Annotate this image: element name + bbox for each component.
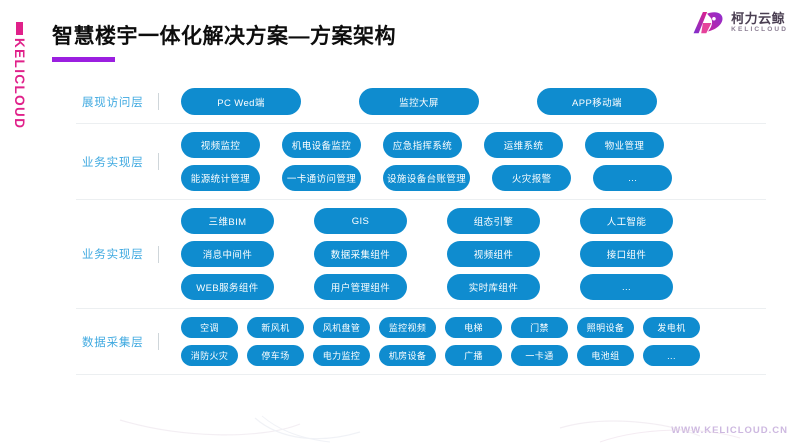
layer-label: 数据采集层 [82,336,144,349]
layer-separator [76,123,766,124]
node-pill[interactable]: 机电设备监控 [282,132,361,158]
layer-label-divider [158,245,159,263]
architecture-diagram: 展现访问层 PC Wed端 监控大屏 APP移动端业务实现层 视频监控机电设备监控应急指… [76,80,766,375]
node-pill[interactable]: 运维系统 [484,132,563,158]
node-pill[interactable]: 设施设备台账管理 [383,165,471,191]
node-pill[interactable]: 广播 [445,345,502,366]
layer-row: 业务实现层视频监控机电设备监控应急指挥系统运维系统物业管理能源统计管理一卡通访问… [76,124,766,199]
node-line: 消息中间件 数据采集组件 视频组件 接口组件 [181,241,766,267]
node-pill[interactable]: 停车场 [247,345,304,366]
node-pill[interactable]: 火灾报警 [492,165,572,191]
layer-node-grid: 空调新风机风机盘管监控视频电梯门禁照明设备发电机消防火灾停车场电力监控机房设备广… [181,309,766,374]
node-pill[interactable]: 视频监控 [181,132,260,158]
page-title-text: 智慧楼宇一体化解决方案—方案架构 [52,25,396,48]
layer-label-divider [158,93,159,110]
layer-separator [76,199,766,200]
logo-wordmark: 柯力云鲸 KELICLOUD [731,12,788,34]
layer-row: 业务实现层 三维BIM GIS 组态引擎 人工智能消息中间件 数据采集组件 视频组件 接口组件… [76,200,766,308]
layer-row: 展现访问层 PC Wed端 监控大屏 APP移动端 [76,80,766,123]
layer-separator [76,374,766,375]
node-pill[interactable]: 新风机 [247,317,304,338]
node-pill[interactable]: 组态引擎 [447,208,540,234]
node-pill[interactable]: 机房设备 [379,345,436,366]
node-pill[interactable]: 一卡通访问管理 [282,165,361,191]
node-line: 空调新风机风机盘管监控视频电梯门禁照明设备发电机 [181,317,766,338]
node-line: 消防火灾停车场电力监控机房设备广播一卡通电池组... [181,345,766,366]
page-title: 智慧楼宇一体化解决方案—方案架构 [52,20,396,62]
node-pill[interactable]: 消防火灾 [181,345,238,366]
node-pill[interactable]: 电力监控 [313,345,370,366]
node-pill[interactable]: 三维BIM [181,208,274,234]
layer-separator [76,308,766,309]
node-line: WEB服务组件 用户管理组件 实时库组件... [181,274,766,300]
node-pill[interactable]: 空调 [181,317,238,338]
layer-label: 展现访问层 [82,96,144,109]
node-pill[interactable]: 物业管理 [585,132,664,158]
layer-node-grid: PC Wed端 监控大屏 APP移动端 [181,80,766,123]
node-pill[interactable]: 应急指挥系统 [383,132,462,158]
node-pill[interactable]: 用户管理组件 [314,274,407,300]
node-pill[interactable]: 消息中间件 [181,241,274,267]
node-line: 视频监控机电设备监控应急指挥系统运维系统物业管理 [181,132,766,158]
layer-node-grid: 三维BIM GIS 组态引擎 人工智能消息中间件 数据采集组件 视频组件 接口组件 WEB服务… [181,200,766,308]
whale-logo-icon [693,11,723,34]
company-logo: 柯力云鲸 KELICLOUD [691,8,788,38]
brand-rail-tick [15,22,23,35]
layer-label: 业务实现层 [82,249,144,261]
node-line: 三维BIM GIS 组态引擎 人工智能 [181,208,766,234]
decorative-watermark [119,415,741,443]
node-pill[interactable]: PC Wed端 [181,88,301,115]
node-pill[interactable]: 监控大屏 [359,88,479,115]
logo-name-cn: 柯力云鲸 [731,11,786,27]
node-pill[interactable]: 门禁 [511,317,568,338]
brand-rail: KELICLOUD [0,0,38,444]
node-pill[interactable]: 能源统计管理 [181,165,260,191]
node-pill[interactable]: 接口组件 [580,241,673,267]
node-pill[interactable]: 一卡通 [511,345,568,366]
node-pill[interactable]: 照明设备 [577,317,634,338]
layer-label-divider [158,153,159,170]
title-underline [52,57,115,62]
footer-url: WWW.KELICLOUD.CN [671,425,788,436]
node-pill[interactable]: WEB服务组件 [181,274,274,300]
node-pill[interactable]: 实时库组件 [447,274,540,300]
layer-label: 业务实现层 [82,156,144,169]
layer-label-divider [158,333,159,350]
node-line: 能源统计管理一卡通访问管理设施设备台账管理火灾报警... [181,165,766,191]
brand-rail-label: KELICLOUD [11,38,27,130]
node-pill[interactable]: 视频组件 [447,241,540,267]
node-pill[interactable]: 电梯 [445,317,502,338]
layer-row: 数据采集层空调新风机风机盘管监控视频电梯门禁照明设备发电机消防火灾停车场电力监控… [76,309,766,374]
node-pill[interactable]: ... [643,345,700,366]
node-pill[interactable]: 发电机 [643,317,700,338]
node-pill[interactable]: 电池组 [577,345,634,366]
node-pill[interactable]: ... [580,274,673,300]
node-pill[interactable]: 人工智能 [580,208,673,234]
node-pill[interactable]: ... [593,165,673,191]
node-pill[interactable]: GIS [314,208,407,234]
layer-node-grid: 视频监控机电设备监控应急指挥系统运维系统物业管理能源统计管理一卡通访问管理设施设… [181,124,766,199]
node-pill[interactable]: 监控视频 [379,317,436,338]
node-pill[interactable]: 数据采集组件 [314,241,407,267]
node-line: PC Wed端 监控大屏 APP移动端 [181,88,766,115]
node-pill[interactable]: 风机盘管 [313,317,370,338]
logo-name-en: KELICLOUD [731,26,788,34]
node-pill[interactable]: APP移动端 [537,88,657,115]
